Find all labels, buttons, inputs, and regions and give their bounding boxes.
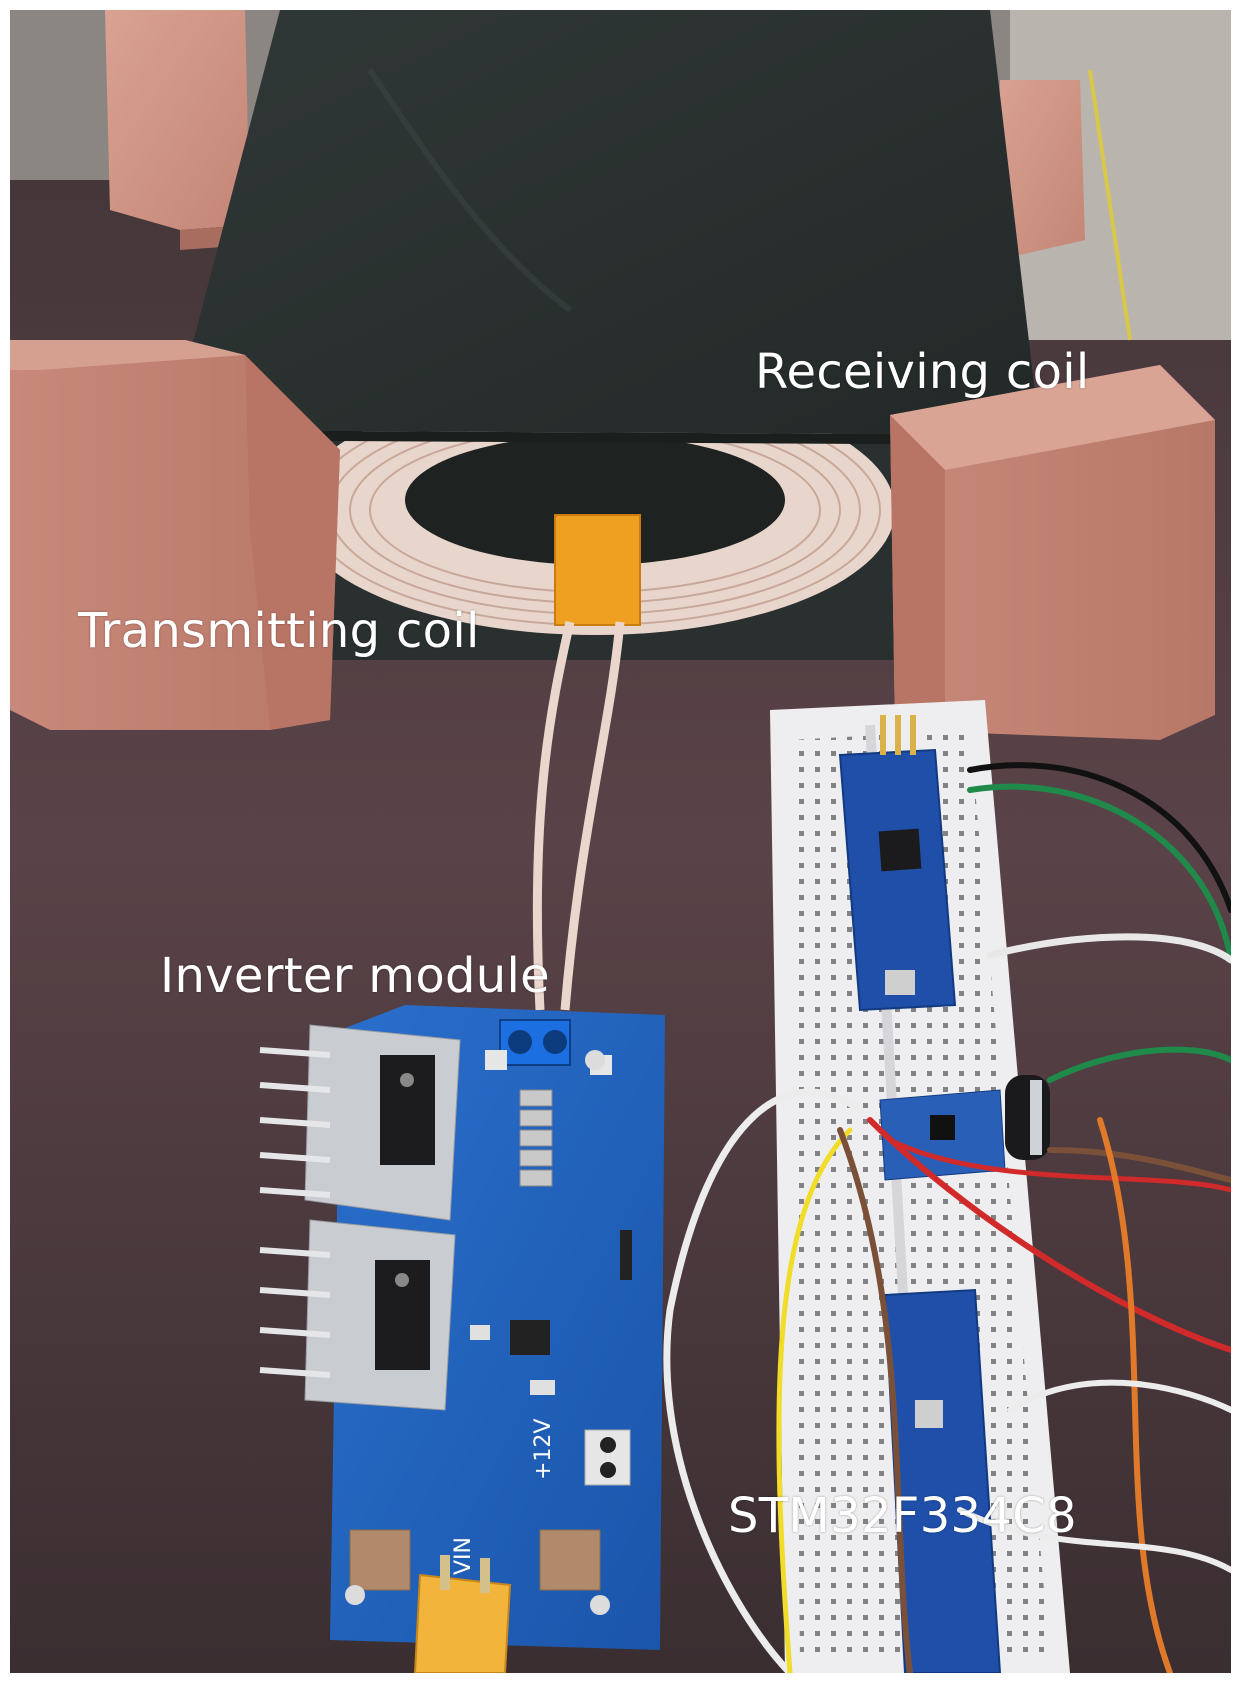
foam-block-back-right (995, 80, 1085, 255)
xt60-connector (413, 1555, 512, 1673)
foam-block-front-left (10, 340, 340, 730)
label-receiving-coil: Receiving coil (755, 344, 1090, 400)
wpt-setup-scene: +12V VIN (10, 10, 1231, 1673)
electrolytic-capacitor (1005, 1075, 1050, 1160)
label-inverter-module: Inverter module (160, 948, 550, 1004)
stm32-board-top (838, 715, 957, 1012)
heatsink-top (259, 1024, 461, 1221)
label-microcontroller: STM32F334C8 (728, 1488, 1077, 1544)
kapton-tape (555, 515, 640, 625)
pcb-label-vin: VIN (451, 1537, 476, 1575)
photo: +12V VIN (10, 10, 1231, 1673)
heatsink-bottom (259, 1219, 456, 1411)
pcb-label-12v: +12V (531, 1419, 556, 1480)
transmitting-coil (295, 385, 895, 635)
label-transmitting-coil: Transmitting coil (78, 603, 480, 659)
breadboard (770, 700, 1070, 1673)
receiving-coil-plate (170, 10, 1040, 445)
foam-block-front-right (890, 365, 1215, 740)
